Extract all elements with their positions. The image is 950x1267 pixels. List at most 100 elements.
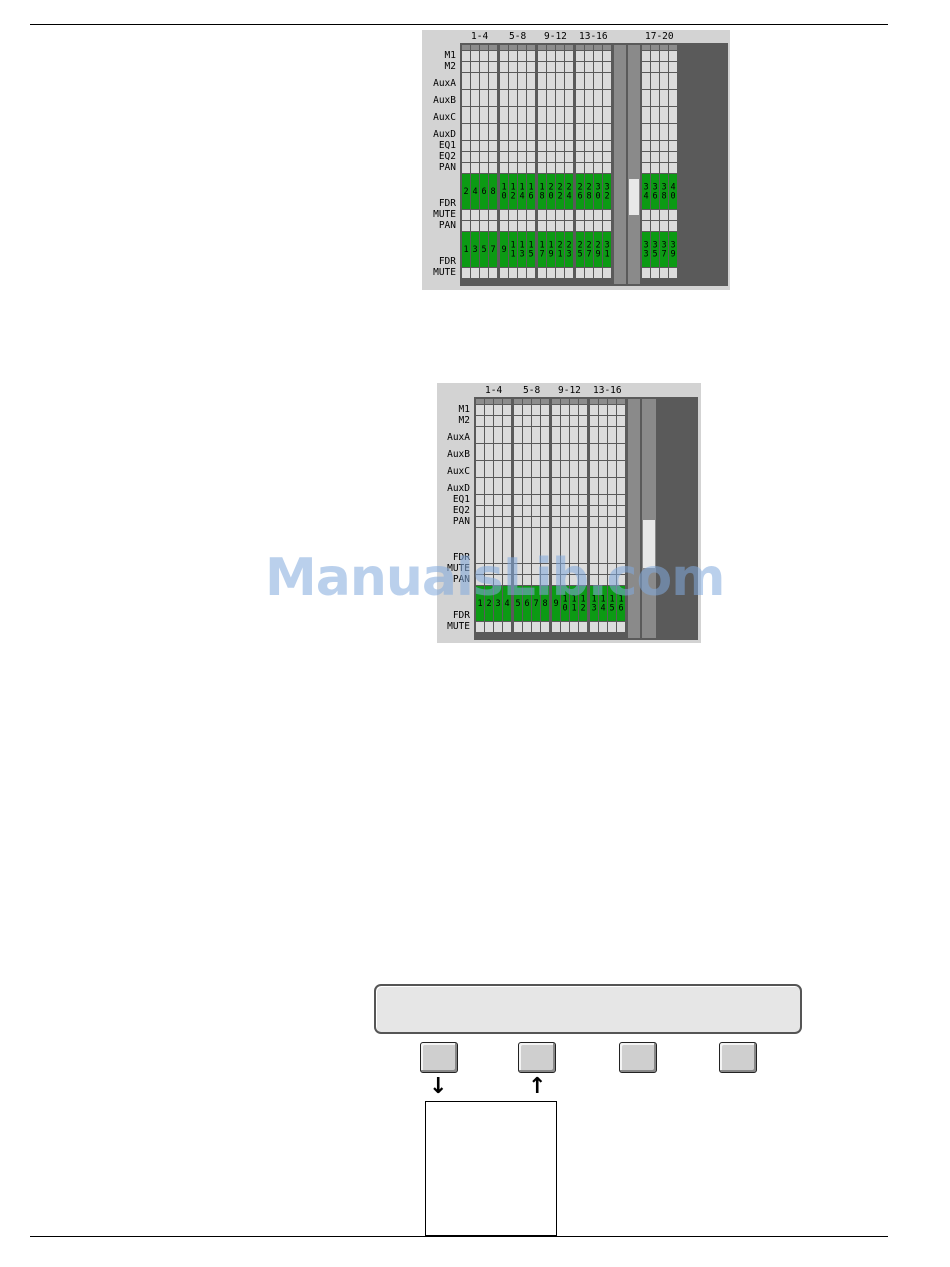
grid-cell	[599, 478, 607, 494]
grid-cell	[514, 405, 522, 415]
softkey-2[interactable]	[518, 1042, 556, 1073]
grid-cell	[503, 622, 511, 632]
group-header: 17-20	[645, 31, 674, 42]
grid-cell	[599, 506, 607, 516]
header-cell	[608, 399, 616, 404]
fader-value: 4	[504, 599, 509, 609]
fader-value: 3	[472, 245, 477, 255]
grid-cell	[471, 163, 479, 173]
grid-cell	[500, 174, 508, 209]
grid-cell	[471, 124, 479, 140]
header-cell	[471, 45, 479, 50]
grid-cell	[576, 107, 584, 123]
meter-strip	[614, 45, 626, 284]
grid-cell	[556, 90, 564, 106]
grid-cell	[514, 622, 522, 632]
grid-cell	[532, 461, 540, 477]
softkey-4[interactable]	[719, 1042, 757, 1073]
grid-cell	[608, 495, 616, 505]
grid-cell	[494, 478, 502, 494]
meter-window	[643, 520, 655, 568]
grid-cell	[594, 174, 602, 209]
grid-cell	[576, 163, 584, 173]
grid-cell	[599, 517, 607, 527]
grid-cell	[579, 517, 587, 527]
grid-cell	[660, 268, 668, 278]
grid-cell	[590, 586, 598, 621]
grid-cell	[476, 528, 484, 563]
grid-cell	[561, 461, 569, 477]
grid-cell	[669, 268, 677, 278]
grid-cell	[642, 90, 650, 106]
grid-cell	[527, 62, 535, 72]
watermark: ManualsLib.com	[265, 548, 725, 608]
grid-cell	[590, 575, 598, 585]
row-label: AuxA	[447, 432, 470, 443]
grid-cell	[462, 174, 470, 209]
grid-cell	[561, 564, 569, 574]
header-cell	[532, 399, 540, 404]
grid-cell	[514, 528, 522, 563]
grid-cell	[585, 232, 593, 267]
grid-cell	[500, 232, 508, 267]
grid-cell	[523, 478, 531, 494]
fader-value: 9	[553, 599, 558, 609]
row-label: AuxB	[447, 449, 470, 460]
grid-cell	[608, 622, 616, 632]
grid-cell	[660, 124, 668, 140]
grid-cell	[532, 416, 540, 426]
grid-cell	[594, 232, 602, 267]
grid-cell	[552, 528, 560, 563]
grid-cell	[471, 152, 479, 162]
grid-cell	[480, 174, 488, 209]
grid-cell	[489, 163, 497, 173]
grid-cell	[603, 141, 611, 151]
grid-cell	[485, 506, 493, 516]
grid-cell	[570, 586, 578, 621]
grid-cell	[547, 107, 555, 123]
grid-cell	[617, 506, 625, 516]
softkey-1[interactable]	[420, 1042, 458, 1073]
grid-cell	[541, 495, 549, 505]
lcd-display	[374, 984, 802, 1034]
grid-cell	[541, 416, 549, 426]
grid-cell	[527, 174, 535, 209]
softkey-3[interactable]	[619, 1042, 657, 1073]
row-label: EQ1	[438, 140, 456, 151]
grid-cell	[518, 73, 526, 89]
grid-cell	[541, 427, 549, 443]
grid-cell	[541, 506, 549, 516]
grid-cell	[527, 210, 535, 220]
grid-cell	[489, 73, 497, 89]
grid-cell	[603, 107, 611, 123]
header-cell	[603, 45, 611, 50]
grid-cell	[538, 73, 546, 89]
group-header: 5-8	[509, 31, 527, 42]
grid-cell	[599, 495, 607, 505]
row-label: AuxD	[433, 129, 456, 140]
grid-cell	[603, 90, 611, 106]
grid-cell	[489, 141, 497, 151]
header-cell	[570, 399, 578, 404]
grid-cell	[561, 528, 569, 563]
grid-cell	[585, 141, 593, 151]
grid-cell	[527, 51, 535, 61]
grid-cell	[494, 416, 502, 426]
row-label: FDR	[452, 552, 470, 563]
fader-value: 2	[463, 187, 468, 197]
grid-cell	[590, 427, 598, 443]
header-cell	[561, 399, 569, 404]
grid-cell	[503, 461, 511, 477]
grid-cell	[532, 506, 540, 516]
header-cell	[594, 45, 602, 50]
grid-cell	[538, 232, 546, 267]
grid-cell	[594, 268, 602, 278]
